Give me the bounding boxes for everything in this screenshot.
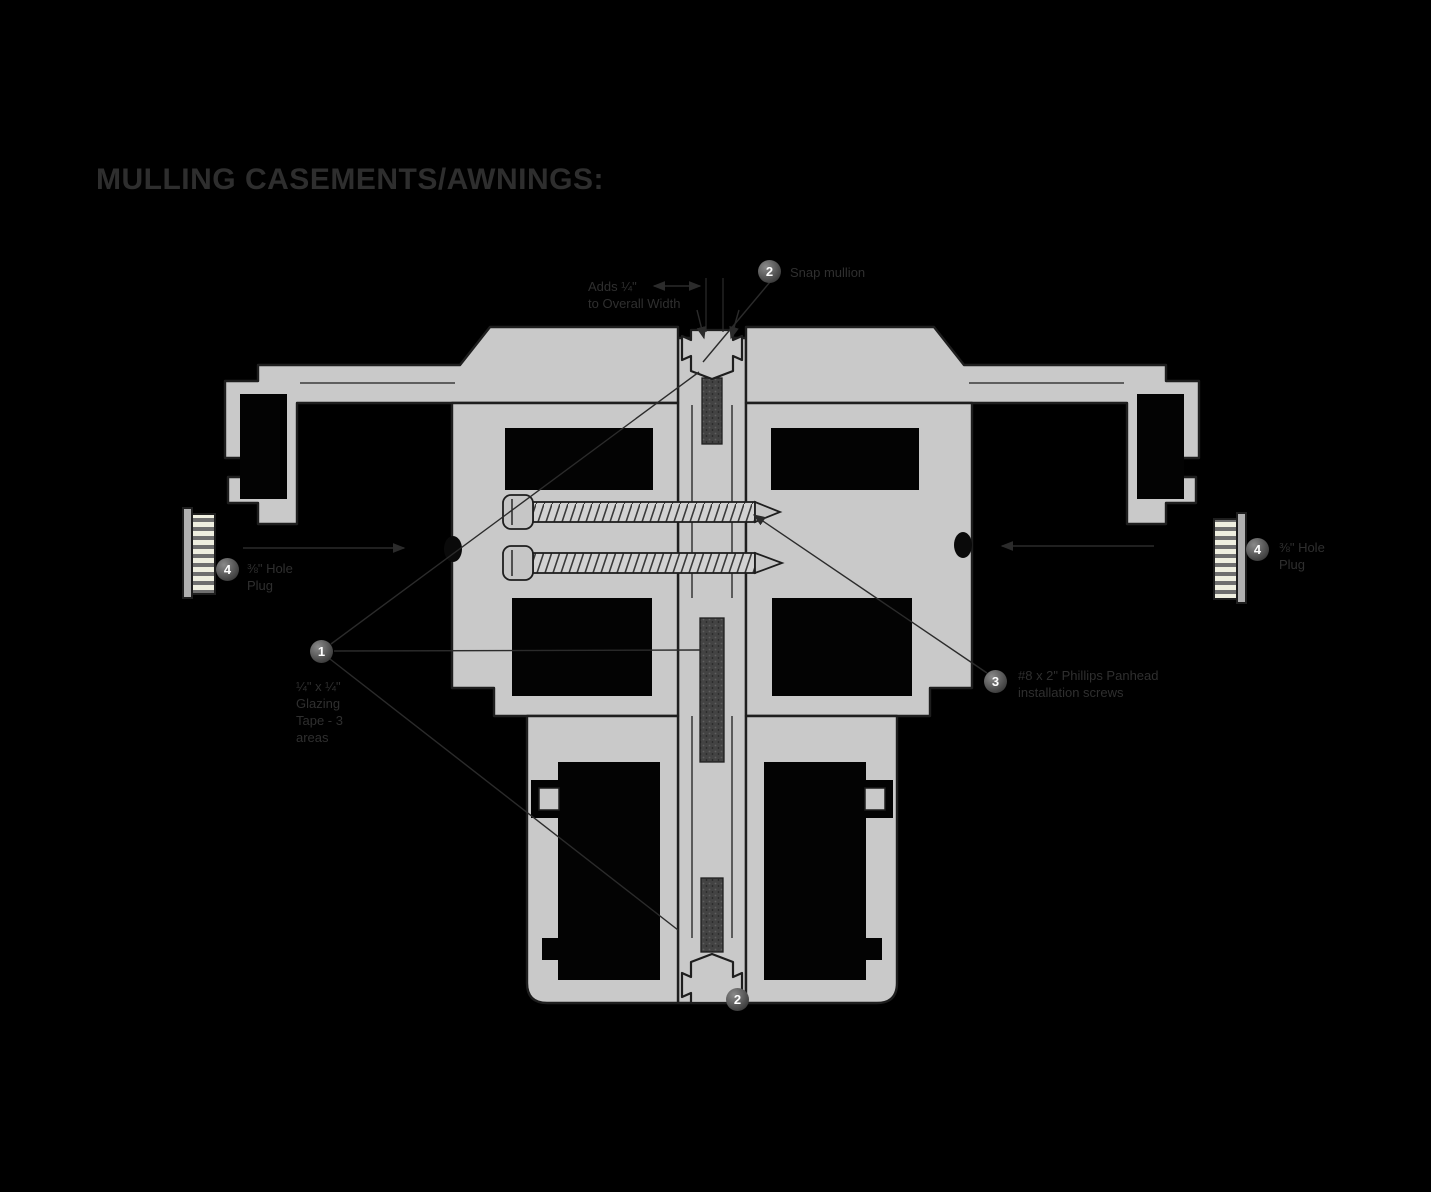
- glazing-tape-line2: Glazing: [296, 696, 341, 711]
- installation-screws-label: #8 x 2" Phillips Panhead installation sc…: [1018, 667, 1159, 701]
- glazing-tape-line4: areas: [296, 730, 329, 745]
- hole-plug-left-line1: ⅜" Hole: [247, 561, 293, 576]
- callout-2-snap-mullion: 2: [758, 260, 781, 283]
- callout-2-snap-mullion-bottom: 2: [726, 988, 749, 1011]
- callout-1-number: 1: [317, 644, 326, 659]
- hole-plug-right-line1: ⅜" Hole: [1279, 540, 1325, 555]
- frame-cavities: [240, 394, 1184, 980]
- glazing-tape-top: [701, 377, 723, 445]
- leader-glazing-tape-middle: [333, 649, 701, 652]
- glazing-tape-line3: Tape - 3: [296, 713, 343, 728]
- glazing-tape-line1: ¼" x ¼": [296, 679, 341, 694]
- screws-label-line2: installation screws: [1018, 685, 1124, 700]
- callout-3-number: 3: [991, 674, 1000, 689]
- hole-plug-right-label: ⅜" Hole Plug: [1279, 539, 1325, 573]
- hole-plug-right-line2: Plug: [1279, 557, 1306, 572]
- leader-glazing-tape-top: [330, 371, 700, 645]
- leader-lines: [243, 278, 1154, 931]
- callout-3-screws: 3: [984, 670, 1007, 693]
- glazing-tape-strips: [699, 377, 725, 953]
- screws-label-line1: #8 x 2" Phillips Panhead: [1018, 668, 1159, 683]
- callout-4-hole-plug-right: 4: [1246, 538, 1269, 561]
- cavity-inserts: [538, 787, 886, 811]
- hole-plug-left-label: ⅜" Hole Plug: [247, 560, 293, 594]
- hole-plug-left-graphic: [182, 507, 216, 599]
- glazing-tape-middle: [699, 617, 725, 763]
- snap-insert-arrow-left: [696, 309, 707, 340]
- adds-width-line2: to Overall Width: [588, 296, 681, 311]
- callout-2-number: 2: [765, 264, 774, 279]
- leader-snap-mullion-top: [702, 281, 771, 363]
- glazing-tape-bottom: [700, 877, 724, 953]
- callout-4-right-number: 4: [1253, 542, 1262, 557]
- snap-mullion-label: Snap mullion: [790, 265, 866, 280]
- adds-width-note: Adds ¼" to Overall Width: [588, 278, 680, 312]
- snap-mullion-clips: [680, 328, 744, 1005]
- glazing-tape-label: ¼" x ¼" Glazing Tape - 3 areas: [296, 678, 343, 746]
- callout-2-bottom-number: 2: [733, 992, 742, 1007]
- page-title: MULLING CASEMENTS/AWNINGS:: [96, 163, 604, 196]
- mull-hole-left: [444, 536, 462, 562]
- callout-1-glazing-tape: 1: [310, 640, 333, 663]
- dimension-extent-lines: [705, 278, 724, 332]
- leader-installation-screws: [752, 514, 988, 674]
- adds-width-line1: Adds ¼": [588, 279, 637, 294]
- callout-4-hole-plug-left: 4: [216, 558, 239, 581]
- snap-mullion-top-clip: [680, 328, 744, 381]
- hole-plug-right-graphic: [1213, 512, 1247, 604]
- callout-4-left-number: 4: [223, 562, 232, 577]
- installation-screw-2: [502, 545, 785, 581]
- hole-plug-left-line2: Plug: [247, 578, 274, 593]
- snap-insert-arrow-right: [729, 309, 740, 340]
- mull-hole-right: [954, 532, 972, 558]
- leader-glazing-tape-bottom: [329, 658, 679, 931]
